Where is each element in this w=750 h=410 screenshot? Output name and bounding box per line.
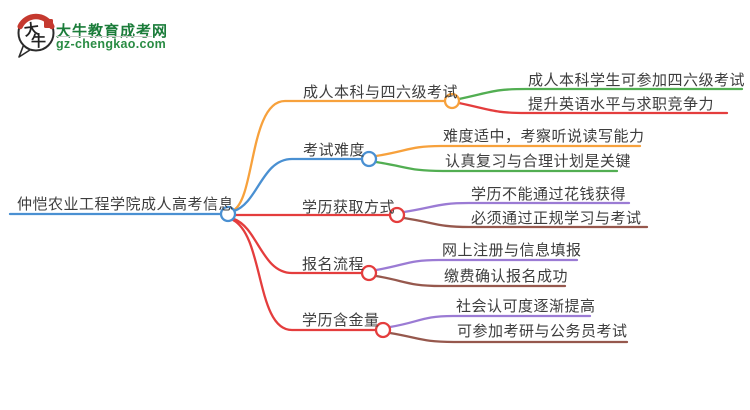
leaf-line-2a bbox=[374, 144, 642, 158]
leaf-line-2b bbox=[374, 160, 619, 173]
leaf-label-3b: 必须通过正规学习与考试 bbox=[471, 210, 642, 227]
logo-bubble: 大 牛 bbox=[17, 13, 55, 58]
branch-line-1 bbox=[232, 99, 447, 212]
branch-label-2: 考试难度 bbox=[303, 142, 366, 159]
leaf-label-1a: 成人本科学生可参加四六级考试 bbox=[528, 72, 746, 89]
branch-node-circle-4 bbox=[360, 264, 378, 282]
logo-seal-icon bbox=[44, 19, 53, 28]
branch-line-4 bbox=[232, 217, 364, 275]
leaf-label-2b: 认真复习与合理计划是关键 bbox=[445, 153, 632, 170]
logo-char-1: 大 bbox=[23, 20, 40, 40]
root-node-label: 仲恺农业工程学院成人高考信息 bbox=[17, 196, 235, 213]
leaf-label-2a: 难度适中，考察听说读写能力 bbox=[443, 128, 645, 145]
root-node-circle bbox=[219, 205, 237, 223]
branch-node-circle-1 bbox=[443, 92, 461, 110]
branch-node-circle-3 bbox=[388, 206, 406, 224]
branch-line-2 bbox=[232, 157, 364, 213]
logo-url: gz-chengkao.com bbox=[56, 37, 167, 51]
leaf-line-4b bbox=[374, 274, 567, 288]
leaf-label-5a: 社会认可度逐渐提高 bbox=[456, 298, 596, 315]
leaf-label-3a: 学历不能通过花钱获得 bbox=[471, 186, 627, 203]
site-logo: 大 牛 大牛教育成考网 gz-chengkao.com bbox=[0, 0, 170, 62]
branch-label-3: 学历获取方式 bbox=[302, 199, 396, 216]
leaf-label-4b: 缴费确认报名成功 bbox=[444, 268, 569, 285]
branch-node-circle-5 bbox=[374, 321, 392, 339]
leaf-label-4a: 网上注册与信息填报 bbox=[442, 242, 582, 259]
leaf-line-3a bbox=[402, 201, 631, 214]
logo-char-2: 牛 bbox=[31, 32, 46, 50]
branch-line-5 bbox=[231, 218, 378, 332]
branch-node-circle-2 bbox=[360, 150, 378, 168]
leaf-line-5a bbox=[388, 314, 592, 329]
leaf-line-1a bbox=[457, 87, 744, 101]
leaf-label-5b: 可参加考研与公务员考试 bbox=[457, 323, 628, 340]
logo-divider bbox=[57, 36, 152, 37]
leaf-line-3b bbox=[402, 216, 649, 229]
leaf-line-4a bbox=[374, 258, 579, 272]
leaf-label-1b: 提升英语水平与求职竞争力 bbox=[528, 96, 715, 113]
branch-label-5: 学历含金量 bbox=[302, 312, 380, 329]
branch-label-4: 报名流程 bbox=[302, 256, 365, 273]
leaf-line-1b bbox=[457, 101, 729, 115]
logo-title: 大牛教育成考网 bbox=[56, 23, 169, 40]
branch-label-1: 成人本科与四六级考试 bbox=[303, 84, 459, 101]
leaf-line-5b bbox=[388, 331, 629, 344]
